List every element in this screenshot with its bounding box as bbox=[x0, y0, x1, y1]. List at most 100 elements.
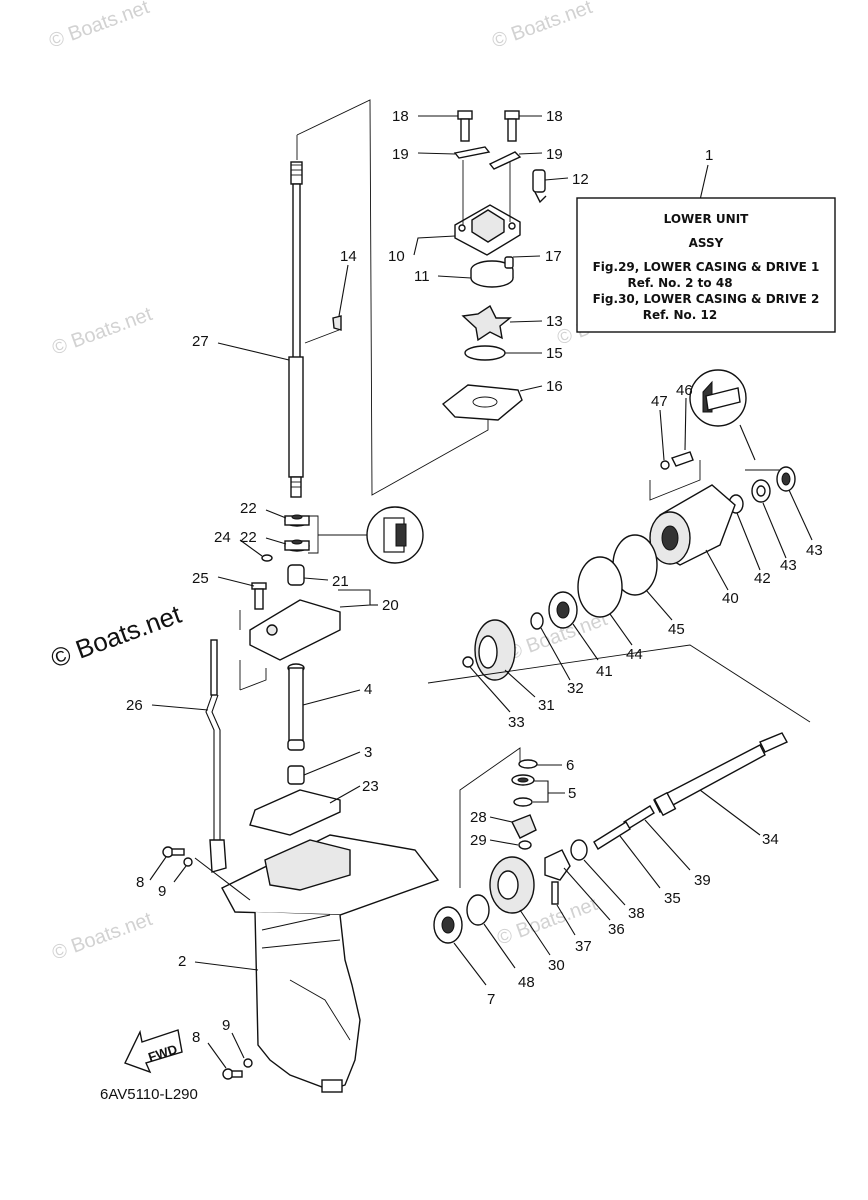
box-line-6: Ref. No. 12 bbox=[643, 308, 717, 322]
callout-35: 35 bbox=[664, 890, 681, 907]
callout-47: 47 bbox=[651, 393, 668, 410]
box-line-5: Fig.30, LOWER CASING & DRIVE 2 bbox=[593, 292, 820, 306]
callout-7: 7 bbox=[487, 991, 495, 1008]
box-line-2: ASSY bbox=[689, 236, 724, 250]
bolts-18 bbox=[457, 110, 520, 142]
callout-1: 1 bbox=[705, 147, 713, 164]
water-pump-housing bbox=[454, 160, 521, 256]
callout-25: 25 bbox=[192, 570, 209, 587]
lower-casing bbox=[221, 834, 440, 1093]
callout-41: 41 bbox=[596, 663, 613, 680]
woodruff-key bbox=[332, 315, 342, 331]
lower-unit-assy-box: 1 LOWER UNIT ASSY Fig.29, LOWER CASING &… bbox=[576, 147, 836, 333]
callout-28: 28 bbox=[470, 809, 487, 826]
shift-rod bbox=[151, 639, 227, 873]
callout-10: 10 bbox=[388, 248, 405, 265]
callout-42: 42 bbox=[754, 570, 771, 587]
water-pipe bbox=[287, 663, 305, 751]
callout-36: 36 bbox=[608, 921, 625, 938]
propeller-shaft-housing-group bbox=[427, 369, 811, 723]
watermark-bold: © Boats.net bbox=[47, 599, 186, 674]
callout-4: 4 bbox=[364, 681, 372, 698]
leader-lines-mid bbox=[302, 689, 361, 804]
callout-18: 18 bbox=[546, 108, 563, 125]
callout-22: 22 bbox=[240, 529, 257, 546]
box-line-4: Ref. No. 2 to 48 bbox=[627, 276, 732, 290]
propeller-shaft-group bbox=[433, 732, 788, 944]
callout-32: 32 bbox=[567, 680, 584, 697]
pin bbox=[504, 256, 514, 269]
box-line-1: LOWER UNIT bbox=[664, 212, 750, 226]
callout-19: 19 bbox=[546, 146, 563, 163]
callout-33: 33 bbox=[508, 714, 525, 731]
callout-11: 11 bbox=[414, 268, 430, 285]
gasket-plate bbox=[249, 789, 341, 836]
leader-2 bbox=[194, 961, 259, 971]
drive-shaft bbox=[288, 161, 304, 498]
callout-3: 3 bbox=[364, 744, 372, 761]
leader-lines-right bbox=[469, 397, 813, 713]
callout-15: 15 bbox=[546, 345, 563, 362]
callout-5: 5 bbox=[568, 785, 576, 802]
fill-plug-symbol bbox=[366, 506, 424, 564]
leader-lines-mid-left bbox=[217, 509, 378, 608]
leader-lines-bolts bbox=[149, 856, 251, 1069]
watermark: © Boats.net bbox=[489, 0, 595, 53]
callout-27: 27 bbox=[192, 333, 209, 350]
fwd-arrow-icon: FWD bbox=[124, 1029, 183, 1074]
callout-34: 34 bbox=[762, 831, 779, 848]
callout-43: 43 bbox=[780, 557, 797, 574]
callout-9: 9 bbox=[222, 1017, 230, 1034]
leader-lines-upper bbox=[217, 115, 569, 392]
box-line-3: Fig.29, LOWER CASING & DRIVE 1 bbox=[593, 260, 820, 274]
callout-31: 31 bbox=[538, 697, 555, 714]
water-tube bbox=[532, 169, 547, 204]
callout-46: 46 bbox=[676, 382, 693, 399]
plates-19 bbox=[453, 146, 522, 170]
callout-9: 9 bbox=[158, 883, 166, 900]
watermark-layer: © Boats.net © Boats.net © Boats.net © Bo… bbox=[46, 0, 660, 965]
callout-22: 22 bbox=[240, 500, 257, 517]
callout-2: 2 bbox=[178, 953, 186, 970]
callout-48: 48 bbox=[518, 974, 535, 991]
bolt-8-upper bbox=[162, 846, 193, 867]
callout-44: 44 bbox=[626, 646, 643, 663]
grommet bbox=[287, 765, 305, 785]
callout-40: 40 bbox=[722, 590, 739, 607]
callout-numbers: 18 18 19 19 12 10 11 17 14 13 15 16 27 4… bbox=[126, 108, 823, 1046]
bolt-8-lower bbox=[222, 1058, 253, 1080]
callout-17: 17 bbox=[545, 248, 562, 265]
callout-29: 29 bbox=[470, 832, 487, 849]
callout-8: 8 bbox=[192, 1029, 200, 1046]
callout-20: 20 bbox=[382, 597, 399, 614]
callout-14: 14 bbox=[340, 248, 357, 265]
callout-12: 12 bbox=[572, 171, 589, 188]
bearing-housing-group bbox=[239, 514, 370, 691]
callout-19: 19 bbox=[392, 146, 409, 163]
callout-39: 39 bbox=[694, 872, 711, 889]
callout-8: 8 bbox=[136, 874, 144, 891]
callout-45: 45 bbox=[668, 621, 685, 638]
assembly-outline-upper bbox=[296, 99, 489, 496]
watermark: © Boats.net bbox=[49, 303, 155, 360]
callout-21: 21 bbox=[332, 573, 349, 590]
callout-6: 6 bbox=[566, 757, 574, 774]
callout-37: 37 bbox=[575, 938, 592, 955]
outer-plate bbox=[441, 384, 523, 421]
watermark: © Boats.net bbox=[49, 908, 155, 965]
callout-43: 43 bbox=[806, 542, 823, 559]
callout-26: 26 bbox=[126, 697, 143, 714]
watermark: © Boats.net bbox=[46, 0, 152, 53]
callout-30: 30 bbox=[548, 957, 565, 974]
callout-13: 13 bbox=[546, 313, 563, 330]
callout-24: 24 bbox=[214, 529, 231, 546]
callout-38: 38 bbox=[628, 905, 645, 922]
callout-23: 23 bbox=[362, 778, 379, 795]
impeller bbox=[461, 304, 512, 342]
callout-18: 18 bbox=[392, 108, 409, 125]
leader-lines-lower-right bbox=[453, 764, 761, 986]
o-ring bbox=[464, 345, 506, 361]
callout-16: 16 bbox=[546, 378, 563, 395]
